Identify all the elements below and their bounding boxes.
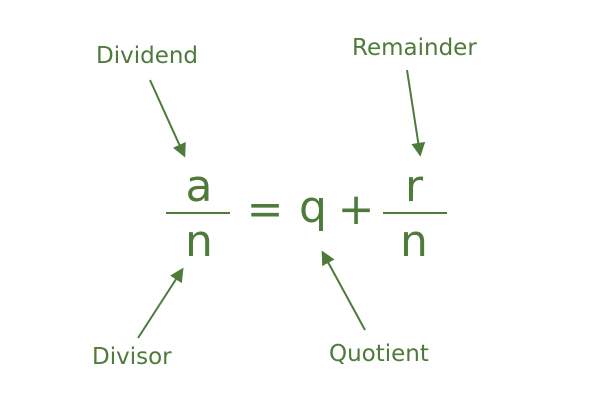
denominator-n-right: n bbox=[400, 216, 428, 267]
dividend-label: Dividend bbox=[96, 43, 199, 69]
right-fraction-bar bbox=[383, 212, 447, 214]
left-fraction-bar bbox=[166, 212, 230, 214]
plus-sign: + bbox=[337, 184, 375, 235]
denominator-n-left: n bbox=[185, 216, 213, 267]
remainder-arrow bbox=[406, 69, 426, 157]
dividend-arrow bbox=[149, 79, 186, 158]
quotient-label: Quotient bbox=[329, 341, 429, 367]
divisor-label: Divisor bbox=[92, 344, 172, 370]
divisor-arrow bbox=[137, 267, 184, 339]
numerator-a: a bbox=[185, 161, 213, 212]
equals-sign: = bbox=[246, 184, 284, 235]
quotient-arrow bbox=[321, 250, 366, 331]
quotient-q: q bbox=[299, 182, 327, 233]
remainder-label: Remainder bbox=[352, 35, 477, 61]
numerator-r: r bbox=[404, 161, 424, 212]
